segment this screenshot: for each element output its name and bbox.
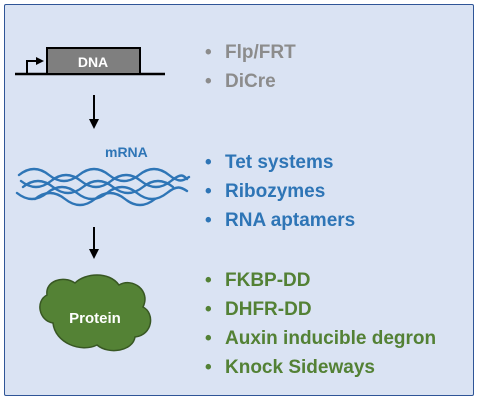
list-item: •DHFR-DD [205,299,312,320]
list-item: •Flp/FRT [205,42,296,63]
list-item: •FKBP-DD [205,270,311,291]
promoter-arrow-icon [26,60,37,74]
mrna-label: mRNA [105,144,148,160]
dna-label: DNA [78,54,108,70]
mrna-strand-5 [33,191,157,207]
list-item: •Tet systems [205,152,334,173]
promoter-arrowhead-icon [36,57,44,65]
list-item: •Ribozymes [205,181,326,202]
transcription-arrowhead-icon [89,119,99,129]
figure-panel: DNA mRNA Protein •Flp/FRT •DiCre •Tet sy… [4,4,474,396]
list-item: •Knock Sideways [205,357,375,378]
method-lists: •Flp/FRT •DiCre •Tet systems •Ribozymes … [5,5,473,395]
mrna-strands [15,167,191,207]
list-item: •Auxin inducible degron [205,328,437,349]
central-dogma-diagram: DNA mRNA Protein [15,47,191,352]
protein-methods-list: •FKBP-DD •DHFR-DD •Auxin inducible degro… [201,266,436,382]
list-item: •RNA aptamers [205,210,356,231]
rna-methods-list: •Tet systems •Ribozymes •RNA aptamers [201,148,355,235]
mrna-strand-3 [21,179,175,195]
translation-arrowhead-icon [89,249,99,259]
protein-label: Protein [69,310,121,327]
list-item: •DiCre [205,71,276,92]
mrna-strand-1 [17,167,191,183]
mrna-strand-2 [19,173,189,189]
dna-gene-box [46,47,141,75]
dna-methods-list: •Flp/FRT •DiCre [201,38,296,96]
protein-blob [39,274,152,352]
